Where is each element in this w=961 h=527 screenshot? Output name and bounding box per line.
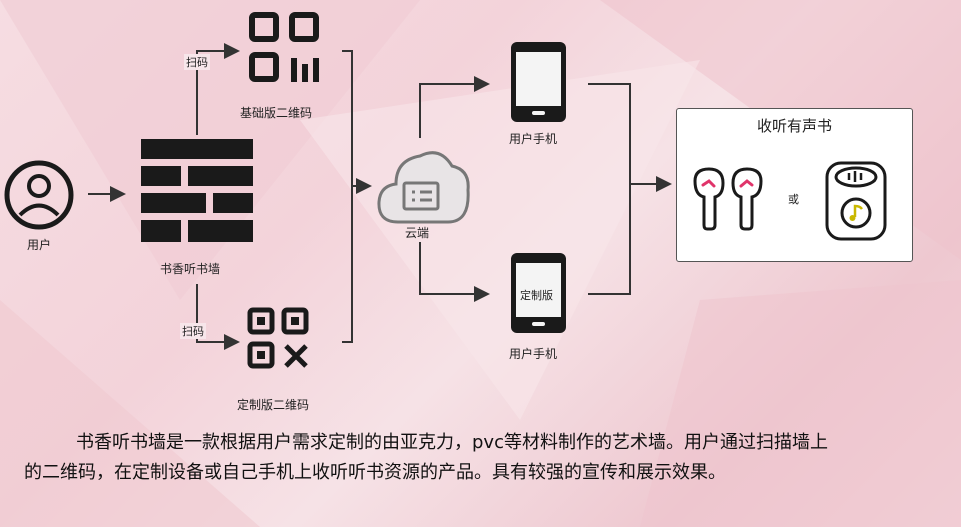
edge-wall-to-custom-qr [196,284,240,350]
output-box: 收听有声书 或 [676,108,913,262]
caption-line-1: 书香听书墙是一款根据用户需求定制的由亚克力，pvc等材料制作的艺术墙。用户通过扫… [24,428,949,458]
phone-icon [511,42,566,122]
custom-qr-label: 定制版二维码 [237,398,310,412]
or-label: 或 [788,193,799,206]
edge-phones-to-output [588,83,631,295]
cloud-label: 云端 [405,226,430,240]
scan-label-top: 扫码 [184,54,210,70]
phone-icon [511,253,566,333]
cloud-server-icon [377,151,470,224]
user-label: 用户 [27,238,52,252]
phone-top-label: 用户手机 [509,132,558,146]
caption: 书香听书墙是一款根据用户需求定制的由亚克力，pvc等材料制作的艺术墙。用户通过扫… [24,428,949,488]
smart-speaker-icon [825,161,887,241]
wall-label: 书香听书墙 [160,262,221,276]
caption-line-2: 的二维码，在定制设备或自己手机上收听听书资源的产品。具有较强的宣传和展示效果。 [24,462,726,483]
edge-cloud-to-phone-bottom [419,242,490,302]
phone-screen-label: 定制版 [520,289,553,302]
earbuds-icon [693,167,763,231]
user-icon [4,160,74,230]
output-title: 收听有声书 [756,117,832,135]
edge-wall-to-basic-qr [196,43,240,135]
qr-code-icon [247,307,309,369]
output-devices [693,161,887,241]
edge-cloud-to-phone-top [419,76,490,138]
qr-code-icon [249,12,319,82]
phone-bottom-label: 用户手机 [509,347,558,361]
basic-qr-label: 基础版二维码 [240,106,313,120]
scan-label-bottom: 扫码 [180,323,206,339]
caption-text-1: 书香听书墙是一款根据用户需求定制的由亚克力，pvc等材料制作的艺术墙。用户通过扫… [76,432,828,453]
edge-basic-qr-to-cloud [342,50,353,343]
brick-wall-icon [141,139,253,242]
